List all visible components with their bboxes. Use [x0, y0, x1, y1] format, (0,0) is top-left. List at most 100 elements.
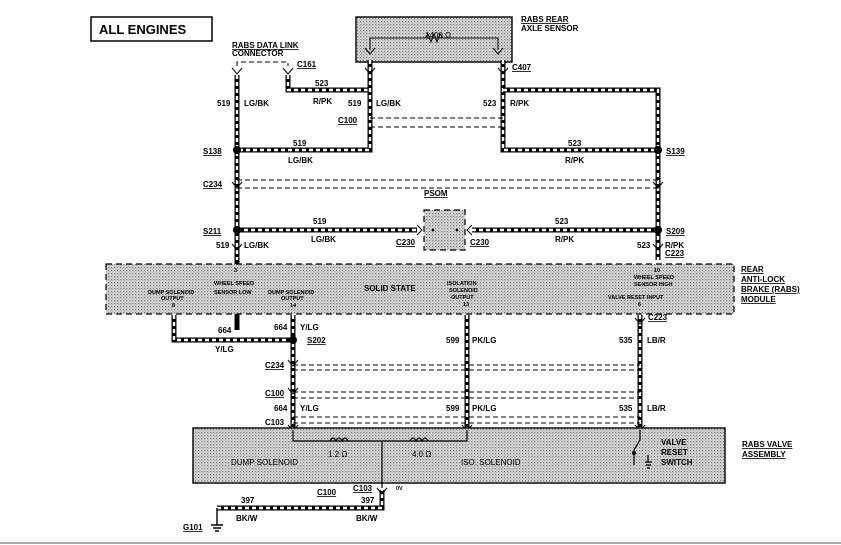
ground-icon: [211, 508, 223, 532]
diagram-title: ALL ENGINES: [99, 22, 186, 37]
pin-6: 6: [638, 302, 641, 308]
sensor-resistance: 1400 Ω: [425, 31, 451, 40]
wire-color: LG/BK: [244, 241, 269, 250]
connector-lines: [237, 117, 658, 424]
module-label-1: REAR: [741, 265, 764, 274]
connector-c103-ground: C103: [353, 484, 373, 493]
datalink-label-1: RABS DATA LINK: [232, 41, 299, 50]
wire-num: 664: [274, 404, 288, 413]
iso-solenoid-label: ISO. SOLENOID: [461, 458, 521, 467]
wire-num: 535: [619, 404, 633, 413]
coil-icon: [409, 437, 429, 443]
wire-num: 664: [218, 326, 232, 335]
splice-s202: S202: [307, 336, 326, 345]
pin-3-name-2: SENSOR LOW: [214, 290, 252, 296]
pin-8: 8: [172, 303, 175, 309]
wire-color: R/PK: [510, 99, 529, 108]
switch-label-2: RESET: [661, 448, 688, 457]
wire-color: LG/BK: [311, 235, 336, 244]
wire-color: BK/W: [356, 514, 378, 523]
wire-color: R/PK: [665, 241, 684, 250]
connector-c407: C407: [512, 63, 532, 72]
ground-g101: G101: [183, 508, 223, 532]
connector-labels: C407 C100 C234 C230 C230 C223 C223 C234 …: [203, 63, 685, 497]
wire-color: Y/LG: [215, 345, 234, 354]
wire-labels: 519 LG/BK 523 R/PK 519 LG/BK 523 R/PK 51…: [215, 79, 684, 523]
switch-label-1: VALVE: [661, 438, 687, 447]
wire-color: LG/BK: [244, 99, 269, 108]
sensor-label-1: RABS REAR: [521, 15, 569, 24]
wire-num: 523: [483, 99, 497, 108]
wire-num: 397: [241, 496, 255, 505]
pin-14-name-1: DUMP SOLENOID: [268, 290, 314, 296]
ov-label: 0V: [396, 486, 403, 492]
sensor-label-2: AXLE SENSOR: [521, 24, 579, 33]
splice-s209: S209: [666, 227, 685, 236]
psom-label: PSOM: [424, 189, 448, 198]
switch-label-3: SWITCH: [661, 458, 693, 467]
dump-resistance: 1.2 Ω: [328, 450, 347, 459]
pin-10-name-1: WHEEL SPEED: [634, 275, 674, 281]
splice-s139: S139: [666, 147, 685, 156]
pin-13-name-1: ISOLATION: [447, 281, 477, 287]
connector-c100-ground: C100: [317, 488, 337, 497]
pin-14-name-2: OUTPUT: [281, 296, 304, 302]
splice-s211: S211: [203, 227, 222, 236]
wire-num: 599: [446, 336, 460, 345]
connector-c230-left: C230: [396, 238, 416, 247]
wire-color: LB/R: [647, 336, 666, 345]
wire-color: LG/BK: [288, 156, 313, 165]
coil-icon: [329, 437, 349, 443]
title-box: ALL ENGINES: [90, 16, 213, 42]
pin-8-name-1: DUMP SOLENOID: [148, 290, 194, 296]
module-label-4: MODULE: [741, 295, 776, 304]
module-label-3: BRAKE (RABS): [741, 285, 800, 294]
pin-8-name-2: OUTPUT: [161, 296, 184, 302]
pin-6-name: VALVE RESET INPUT: [608, 295, 664, 301]
wire-color: R/PK: [313, 97, 332, 106]
wire-num: 397: [361, 496, 375, 505]
wire-num: 519: [293, 139, 307, 148]
wire-color: Y/LG: [300, 404, 319, 413]
wire-num: 519: [216, 241, 230, 250]
wire-color: Y/LG: [300, 323, 319, 332]
connector-c161: C161: [297, 60, 317, 69]
ground-label: G101: [183, 523, 203, 532]
connector-c234-bottom: C234: [265, 361, 285, 370]
wire-num: 519: [348, 99, 362, 108]
wires: [171, 60, 661, 511]
module-label-2: ANTI-LOCK: [741, 275, 785, 284]
wire-num: 523: [555, 217, 569, 226]
valve-label-1: RABS VALVE: [742, 440, 793, 449]
pin-10: 10: [654, 268, 660, 274]
connector-c103: C103: [265, 418, 285, 427]
wire-num: 523: [637, 241, 651, 250]
splice-s138: S138: [203, 147, 222, 156]
resistor-icon: [424, 32, 444, 44]
wire-num: 523: [568, 139, 582, 148]
pin-10-name-2: SENSOR HIGH: [634, 282, 673, 288]
wire-num: 519: [217, 99, 231, 108]
rabs-rear-axle-sensor: 1400 Ω RABS REAR AXLE SENSOR: [355, 15, 579, 63]
wire-num: 599: [446, 404, 460, 413]
connector-c234-top: C234: [203, 180, 223, 189]
module-state: SOLID STATE: [364, 284, 416, 293]
iso-resistance: 4.0 Ω: [412, 450, 431, 459]
wire-color: LG/BK: [376, 99, 401, 108]
pin-13-name-2: SOLENOID: [449, 288, 478, 294]
wire-color: PK/LG: [472, 336, 496, 345]
pin-13-name-3: OUTPUT: [451, 295, 474, 301]
connector-c100-bottom: C100: [265, 389, 285, 398]
connector-c100-top: C100: [338, 116, 358, 125]
pin-3: 3: [234, 268, 237, 274]
wire-color: BK/W: [236, 514, 258, 523]
pin-14: 14: [290, 303, 297, 309]
valve-label-2: ASSEMBLY: [742, 450, 786, 459]
connector-c230-right: C230: [470, 238, 490, 247]
wire-num: 535: [619, 336, 633, 345]
rabs-valve-assembly: 1.2 Ω 4.0 Ω DUMP SOLENOID ISO. SOLENOID …: [192, 427, 793, 492]
wire-num: 664: [274, 323, 288, 332]
wire-num: 519: [313, 217, 327, 226]
connector-c223-bottom: C223: [648, 313, 668, 322]
